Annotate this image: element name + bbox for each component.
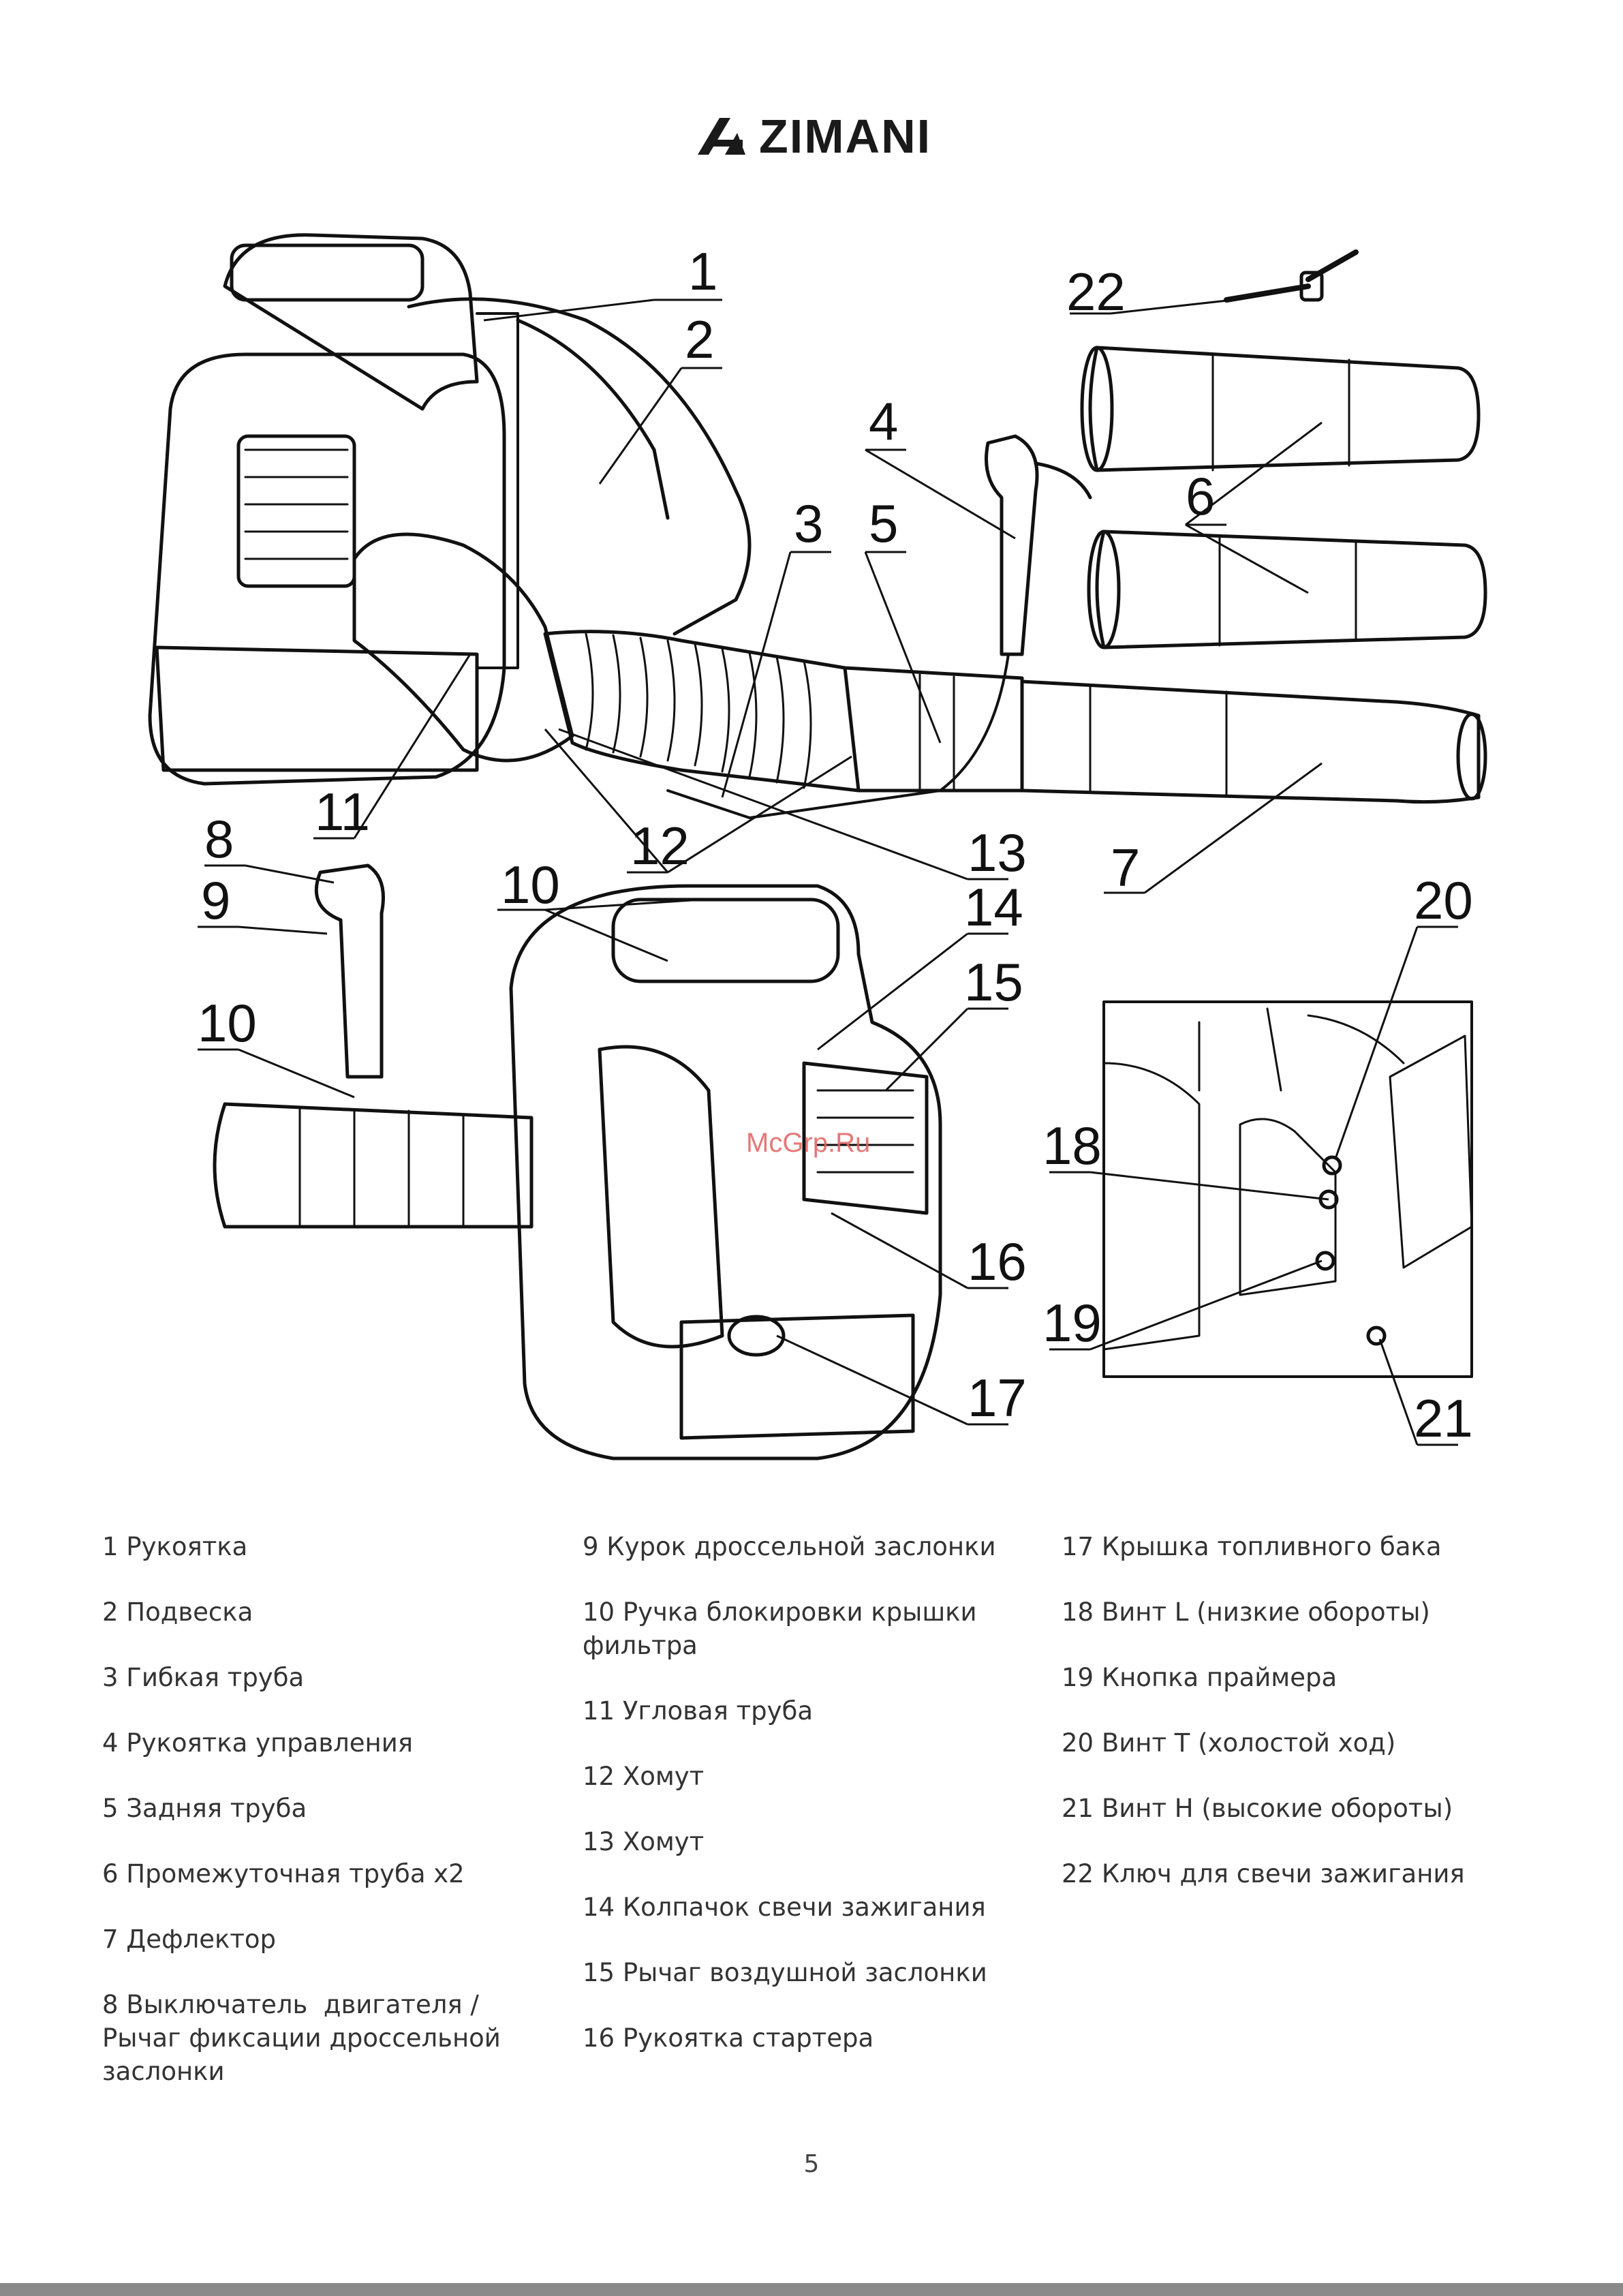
legend-item: 11 Угловая труба [583, 1696, 814, 1726]
legend-item: 4 Рукоятка управления [102, 1728, 414, 1758]
legend-item: 21 Винт H (высокие обороты) [1062, 1794, 1453, 1823]
legend-item: 12 Хомут [583, 1762, 705, 1791]
callout-7: 7 [1111, 838, 1140, 898]
callout-17: 17 [968, 1368, 1027, 1428]
legend-item: 13 Хомут [583, 1827, 705, 1856]
callout-10-top: 10 [501, 855, 560, 915]
callout-21: 21 [1414, 1388, 1473, 1448]
legend-column-1: 1 Рукоятка 2 Подвеска 3 Гибкая труба 4 Р… [102, 1530, 579, 2120]
callout-12: 12 [630, 816, 690, 876]
callout-1: 1 [688, 241, 717, 301]
legend-item: 15 Рычаг воздушной заслонки [583, 1958, 987, 1987]
callout-10-left: 10 [198, 993, 257, 1053]
legend-item: 16 Рукоятка стартера [583, 2023, 874, 2053]
callout-6: 6 [1186, 466, 1215, 526]
callout-18: 18 [1042, 1116, 1102, 1176]
brand-logo: ZIMANI [695, 109, 931, 164]
callout-9: 9 [201, 870, 230, 930]
callout-5: 5 [869, 493, 898, 553]
legend-item: 19 Кнопка праймера [1062, 1663, 1338, 1692]
legend-item: 9 Курок дроссельной заслонки [583, 1532, 996, 1561]
callout-20: 20 [1414, 870, 1473, 930]
callout-16: 16 [968, 1231, 1027, 1291]
legend-item: 1 Рукоятка [102, 1532, 248, 1561]
legend-item: 7 Дефлектор [102, 1925, 277, 1954]
callout-11: 11 [315, 782, 370, 842]
legend-item: 3 Гибкая труба [102, 1663, 305, 1692]
legend-item: 8 Выключатель двигателя / Рычаг фиксации… [102, 1990, 501, 2086]
legend-item: 2 Подвеска [102, 1597, 253, 1627]
legend-item: 22 Ключ для свечи зажигания [1062, 1859, 1465, 1888]
watermark: McGrp.Ru [746, 1128, 871, 1158]
callout-15: 15 [964, 952, 1023, 1012]
zimani-logo-icon [698, 118, 745, 155]
legend-column-3: 17 Крышка топливного бака 18 Винт L (низ… [1062, 1530, 1539, 1923]
callout-22: 22 [1066, 262, 1126, 322]
callout-14: 14 [964, 877, 1023, 937]
page-number: 5 [803, 2150, 820, 2178]
callout-19: 19 [1042, 1293, 1102, 1353]
legend-item: 20 Винт T (холостой ход) [1062, 1728, 1396, 1758]
legend-column-2: 9 Курок дроссельной заслонки 10 Ручка бл… [583, 1530, 1060, 2087]
spark-plug-wrench-illustration [1224, 249, 1359, 303]
backpack-blower-illustration [148, 233, 1487, 819]
callout-2: 2 [685, 309, 714, 369]
legend-item: 5 Задняя труба [102, 1794, 307, 1823]
callout-13: 13 [968, 823, 1027, 883]
brand-name: ZIMANI [759, 110, 932, 163]
legend-item: 18 Винт L (низкие обороты) [1062, 1597, 1430, 1627]
page-bottom-bar [0, 2283, 1623, 2296]
legend-item: 6 Промежуточная труба х2 [102, 1859, 465, 1888]
legend-item: 17 Крышка топливного бака [1062, 1532, 1442, 1561]
parts-diagram: 1 2 3 4 5 6 7 8 9 10 10 11 12 13 14 15 1… [148, 233, 1487, 1460]
carburetor-detail-inset [1102, 1000, 1473, 1378]
callout-8: 8 [204, 809, 234, 869]
engine-rear-view-illustration [213, 863, 942, 1460]
callout-3: 3 [794, 493, 823, 553]
intermediate-tubes-illustration [1080, 346, 1487, 649]
legend-item: 10 Ручка блокировки крышки фильтра [583, 1597, 977, 1660]
legend-item: 14 Колпачок свечи зажигания [583, 1893, 986, 1922]
callout-4: 4 [869, 391, 898, 451]
